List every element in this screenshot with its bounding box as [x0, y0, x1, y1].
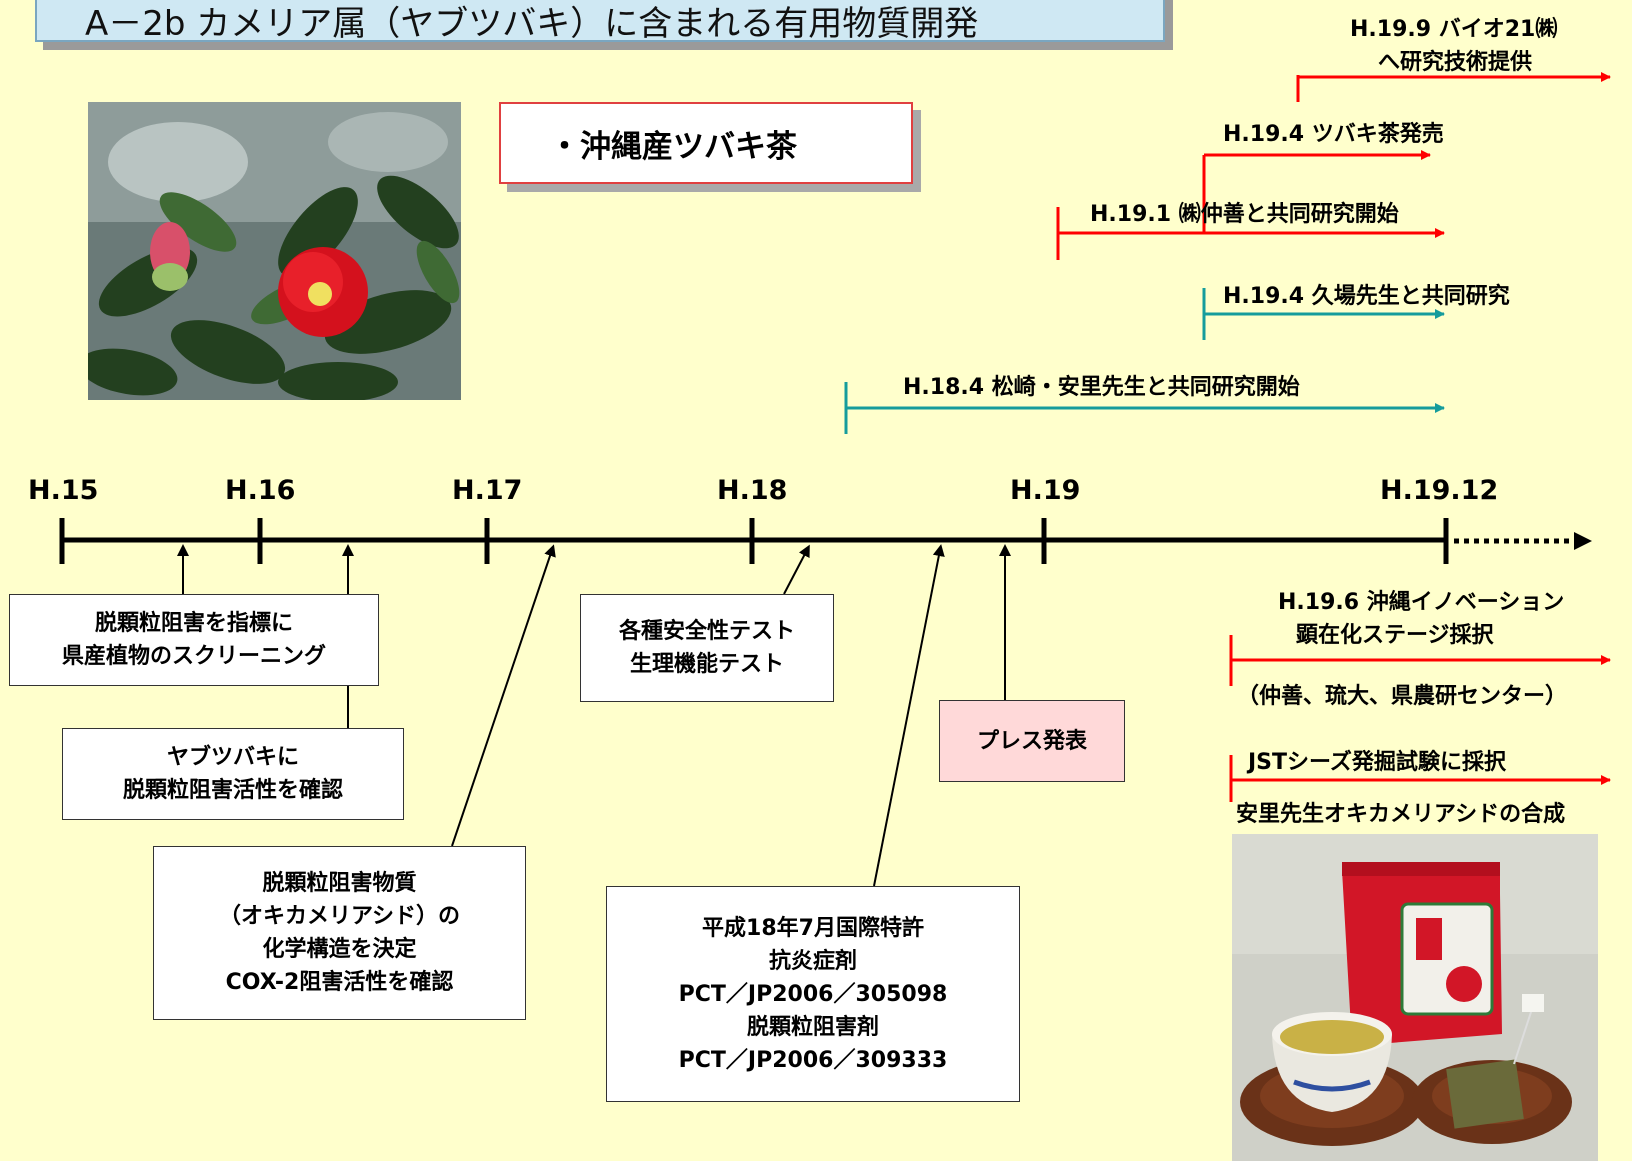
- patent-line-1: 平成18年7月国際特許: [702, 915, 924, 941]
- event-line-jst: [1229, 755, 1611, 802]
- pointer-safety: [783, 544, 810, 595]
- structure-box: 脱顆粒阻害物質 （オキカメリアシド）の 化学構造を決定 COX-2阻害活性を確認: [153, 846, 526, 1020]
- event-label-innovation-3: （仲善、琉大、県農研センター）: [1237, 684, 1568, 709]
- event-label-innovation-1: H.19.6 沖縄イノベーション: [1278, 590, 1565, 615]
- main-timeline: [59, 518, 1449, 564]
- structure-line-3: 化学構造を決定: [262, 937, 417, 962]
- event-label-h18-4: H.18.4 松崎・安里先生と共同研究開始: [903, 375, 1300, 400]
- patent-line-3: PCT／JP2006／305098: [678, 981, 948, 1007]
- patent-line-5: PCT／JP2006／309333: [678, 1047, 948, 1073]
- screening-line-1: 脱顆粒阻害を指標に: [94, 611, 293, 636]
- event-label-jst-2: 安里先生オキカメリアシドの合成: [1236, 802, 1566, 827]
- screening-box: 脱顆粒阻害を指標に 県産植物のスクリーニング: [9, 594, 379, 686]
- press-release-box: プレス発表: [939, 700, 1125, 782]
- pointer-structure: [451, 544, 556, 847]
- yabutsubaki-line-2: 脱顆粒阻害活性を確認: [122, 778, 343, 803]
- event-line-h19-1: [1056, 207, 1445, 260]
- event-label-tea-release: H.19.4 ツバキ茶発売: [1223, 122, 1444, 147]
- safety-test-box: 各種安全性テスト 生理機能テスト: [580, 594, 834, 702]
- structure-line-4: COX-2阻害活性を確認: [225, 970, 454, 995]
- year-label-h18: H.18: [717, 475, 788, 506]
- patent-line-4: 脱顆粒阻害剤: [746, 1014, 879, 1040]
- event-label-kuba: H.19.4 久場先生と共同研究: [1223, 284, 1510, 309]
- title-text: A－2b カメリア属（ヤブツバキ）に含まれる有用物質開発: [85, 3, 979, 44]
- patent-box: 平成18年7月国際特許 抗炎症剤 PCT／JP2006／305098 脱顆粒阻害…: [606, 886, 1020, 1102]
- year-label-h16: H.16: [225, 475, 296, 506]
- screening-line-2: 県産植物のスクリーニング: [61, 644, 326, 669]
- event-label-innovation-2: 顕在化ステージ採択: [1296, 623, 1494, 648]
- yabutsubaki-line-1: ヤブツバキに: [166, 745, 299, 770]
- camellia-photo: [88, 102, 461, 400]
- safety-line-1: 各種安全性テスト: [618, 619, 795, 644]
- event-line-tea-release: [1202, 150, 1431, 233]
- event-line-h18-4: [844, 382, 1445, 434]
- pointer-patent: [873, 544, 945, 887]
- event-line-kuba: [1202, 288, 1445, 340]
- patent-line-2: 抗炎症剤: [768, 948, 857, 974]
- yabutsubaki-box: ヤブツバキに 脱顆粒阻害活性を確認: [62, 728, 404, 820]
- event-label-h19-9-line1: H.19.9 バイオ21㈱: [1350, 17, 1558, 42]
- event-label-h19-1: H.19.1 ㈱仲善と共同研究開始: [1090, 202, 1399, 227]
- timeline-continuation: [1454, 532, 1592, 550]
- event-line-innovation: [1229, 635, 1611, 686]
- tea-label-box: ・沖縄産ツバキ茶: [499, 102, 913, 184]
- year-label-h19-12: H.19.12: [1380, 475, 1499, 506]
- event-label-h19-9-line2: へ研究技術提供: [1378, 50, 1533, 75]
- press-release-text: プレス発表: [976, 728, 1087, 754]
- year-label-h15: H.15: [28, 475, 99, 506]
- tea-label-text: ・沖縄産ツバキ茶: [549, 128, 797, 165]
- event-label-jst-1: JSTシーズ発掘試験に採択: [1248, 750, 1506, 775]
- page-title: A－2b カメリア属（ヤブツバキ）に含まれる有用物質開発: [35, 0, 1165, 44]
- structure-line-2: （オキカメリアシド）の: [218, 904, 461, 929]
- structure-line-1: 脱顆粒阻害物質: [262, 871, 417, 896]
- year-label-h17: H.17: [452, 475, 523, 506]
- tea-product-photo: [1232, 834, 1598, 1161]
- event-line-h19-9: [1296, 72, 1611, 102]
- safety-line-2: 生理機能テスト: [629, 652, 784, 677]
- year-label-h19: H.19: [1010, 475, 1081, 506]
